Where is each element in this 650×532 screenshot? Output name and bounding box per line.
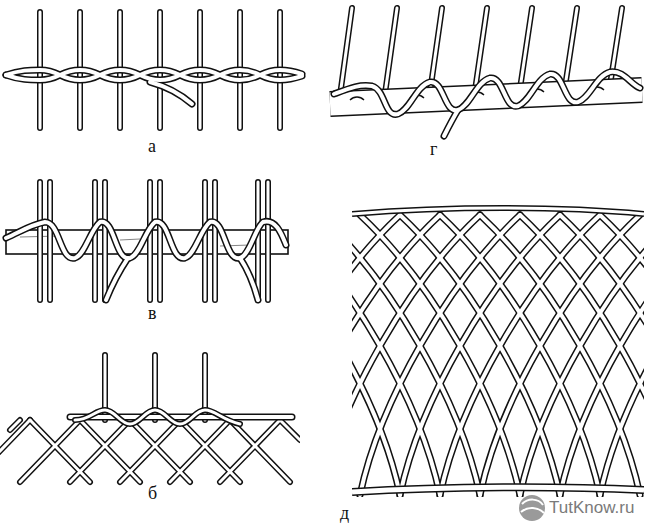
panel-letter: в [146, 304, 159, 324]
panel-letter: г [428, 140, 439, 160]
lattice-fill [0, 420, 300, 482]
panel-letter: б [146, 484, 159, 504]
strand-fill [334, 72, 640, 136]
logo-mark [521, 500, 544, 513]
rod-outline [70, 414, 292, 421]
strand-outline [334, 72, 640, 136]
lattice-fill [352, 215, 644, 495]
strand-fill [75, 410, 240, 424]
strand-outline [6, 70, 302, 104]
lattice-basket [352, 208, 644, 495]
base-fill [352, 487, 644, 492]
rim-outline [352, 208, 644, 214]
lattice-panel [0, 420, 300, 482]
base-outline [352, 487, 644, 492]
panel-letter: д [338, 504, 351, 524]
lattice-outline [352, 215, 644, 495]
logo-circle [519, 495, 545, 521]
strand-outline [6, 221, 286, 300]
rim-fill [352, 208, 644, 214]
watermark: TutKnow.ru [549, 499, 634, 518]
strand-outline [75, 410, 240, 424]
strand-fill [6, 70, 302, 104]
lattice-outline [0, 420, 300, 482]
stake-outline [40, 182, 268, 300]
stake-fill [40, 182, 268, 300]
strand-fill [6, 221, 286, 300]
rod-fill [70, 415, 292, 419]
panel-letter: а [146, 137, 158, 157]
